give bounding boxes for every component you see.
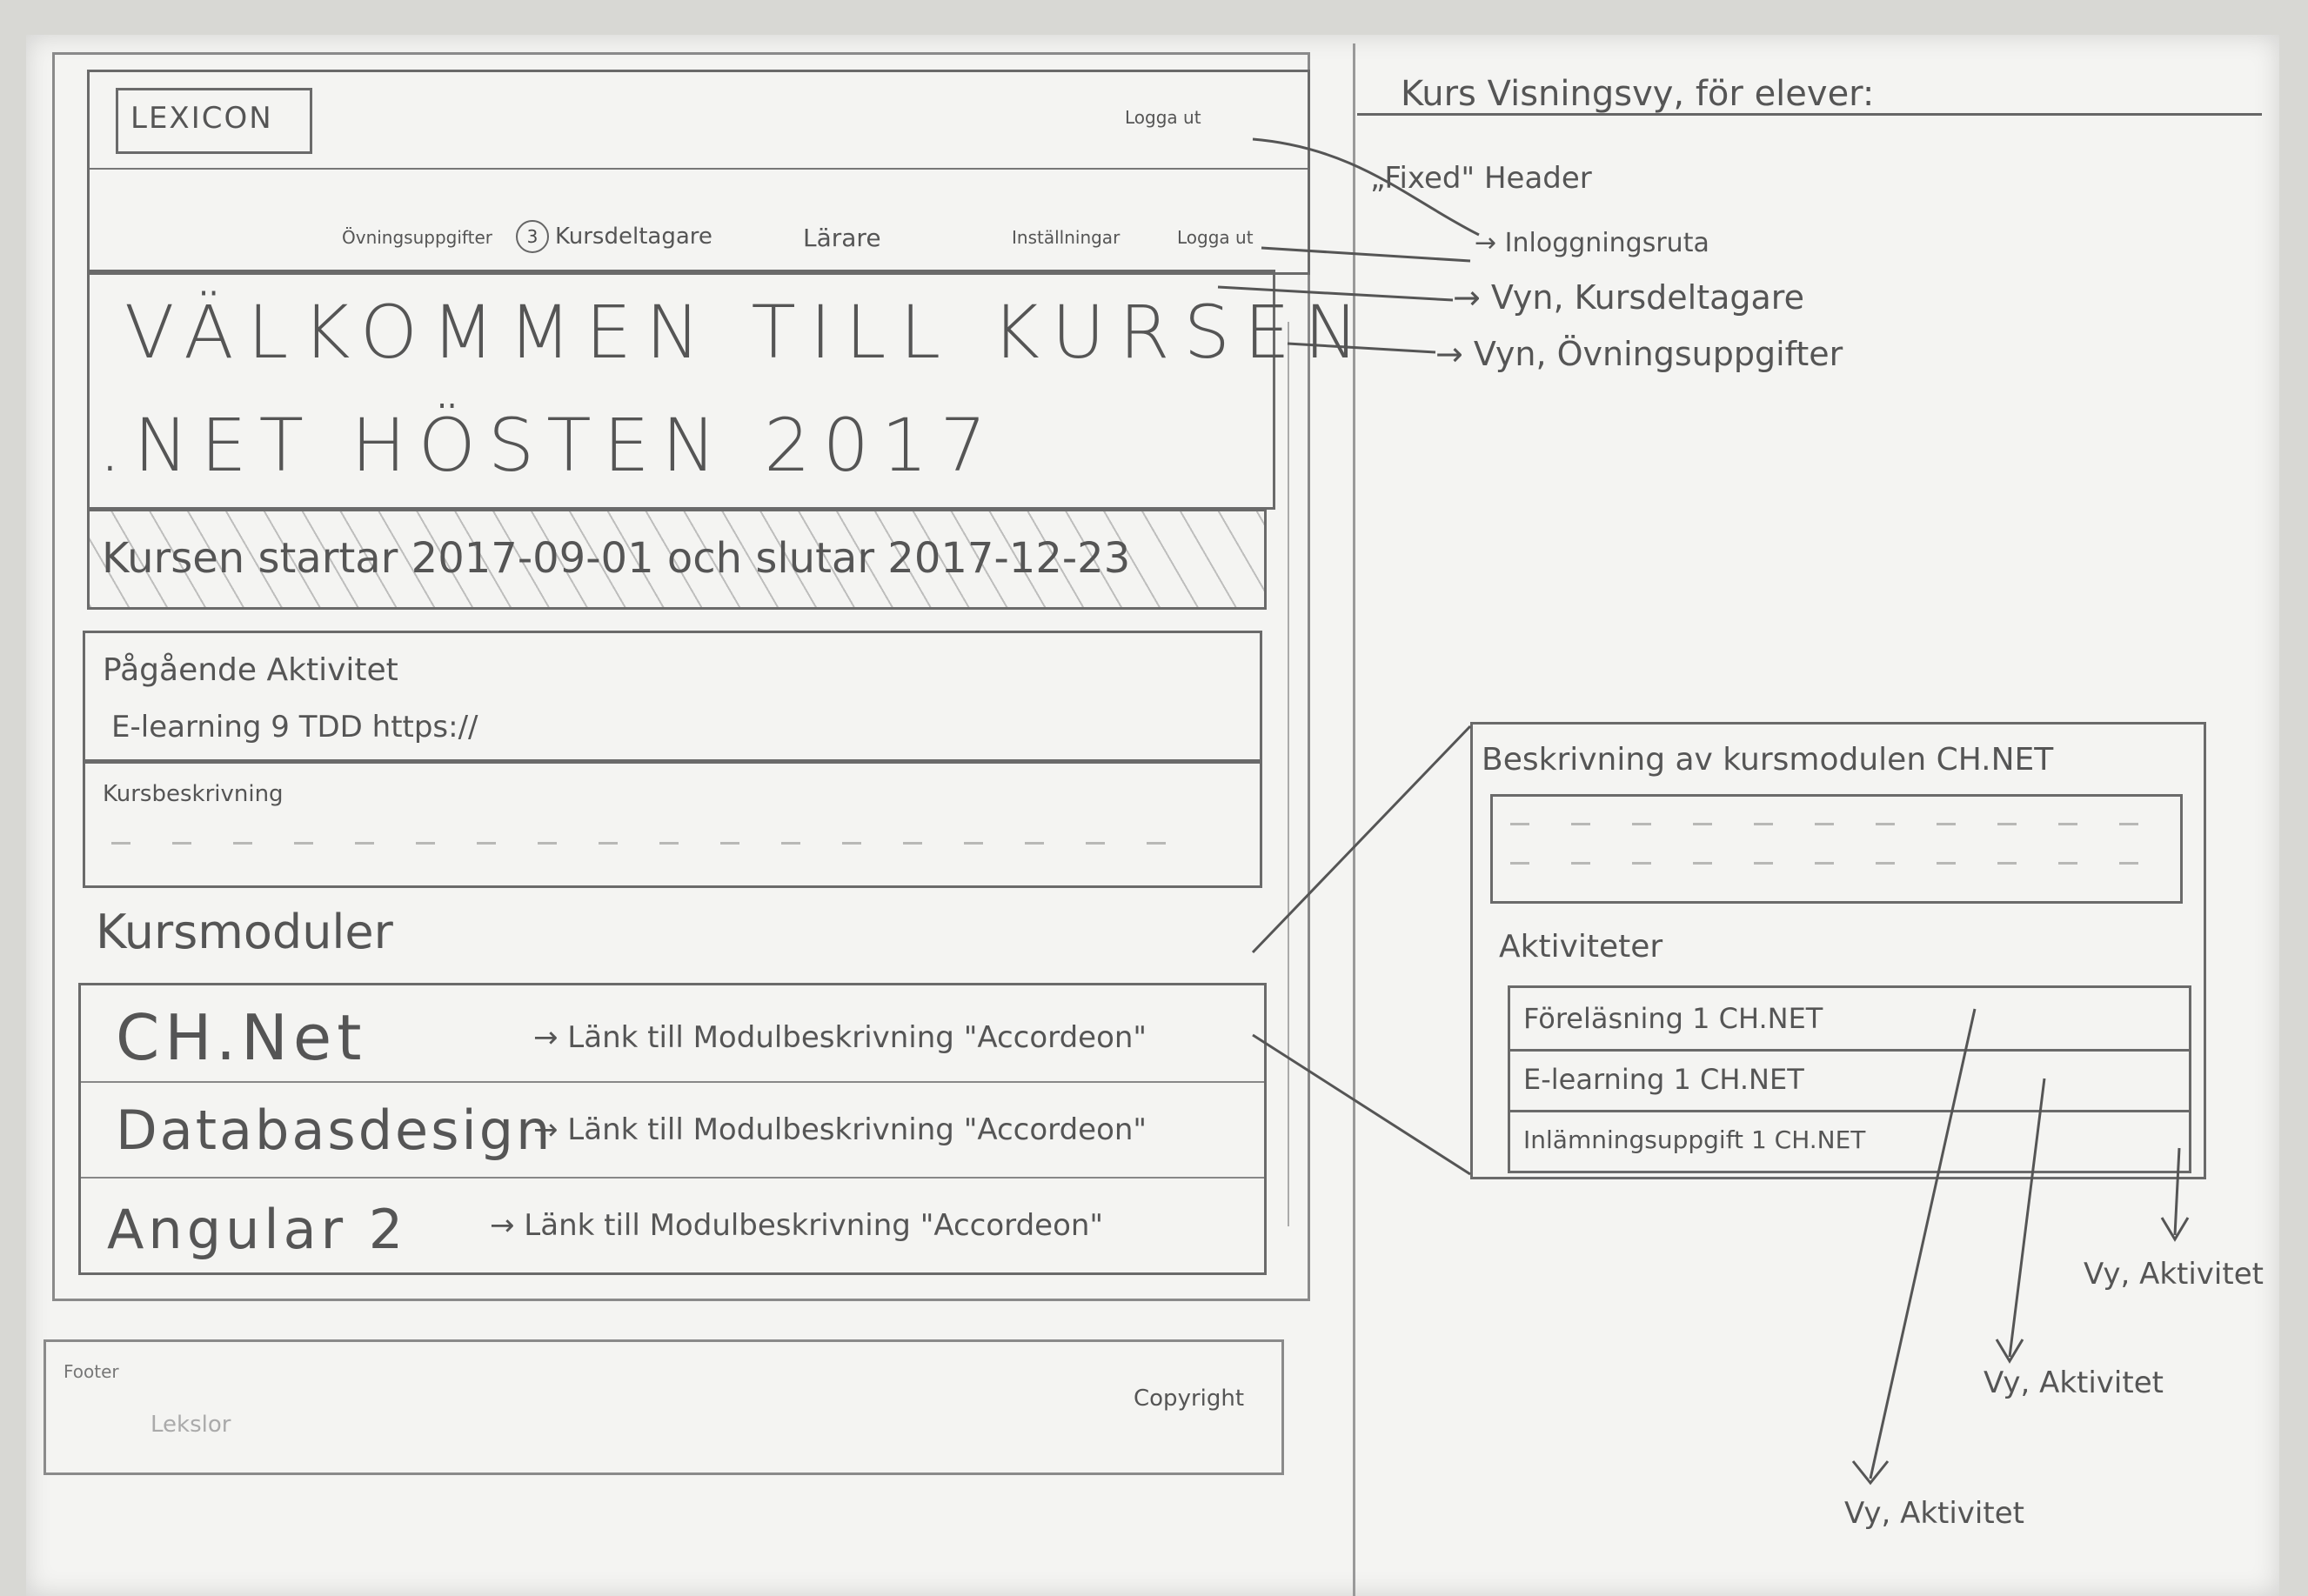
detail-placeholder-text (1510, 862, 2154, 865)
callout-line-bottom (1252, 1033, 1471, 1176)
note-participants-view: → Vyn, Kursdeltagare (1453, 278, 1804, 317)
nav-participants[interactable]: Kursdeltagare (555, 224, 712, 250)
activities-title: Aktiviteter (1499, 929, 1663, 965)
course-dates-bar: Kursen startar 2017-09-01 och slutar 201… (87, 509, 1267, 610)
arrowhead-3 (2160, 1217, 2190, 1242)
course-description-panel: Kursbeskrivning (83, 761, 1262, 888)
arrow-participants-line (1217, 285, 1454, 302)
nav-exercises[interactable]: Övningsuppgifter (342, 227, 492, 248)
hero-title-line1: VÄLKOMMEN TILL KURSEN (124, 290, 1373, 375)
note-exercises-view: → Vyn, Övningsuppgifter (1435, 335, 1843, 373)
detail-placeholder-text (1510, 823, 2154, 825)
description-placeholder-text (111, 842, 1199, 845)
footer-sublabel: Lekslor (151, 1412, 231, 1438)
header: LEXICON Logga ut Övningsuppgifter 3 Kurs… (87, 70, 1310, 275)
footer: Footer Lekslor Copyright (43, 1339, 1284, 1475)
logo-text: LEXICON (130, 101, 273, 136)
paper-sheet (26, 35, 2279, 1596)
modules-list: CH.Net → Länk till Modulbeskrivning "Acc… (78, 983, 1267, 1275)
activity-view-label: Vy, Aktivitet (1984, 1366, 2164, 1400)
nav-settings[interactable]: Inställningar (1012, 227, 1121, 248)
footer-copyright: Copyright (1134, 1386, 1245, 1412)
module-row[interactable]: Angular 2 → Länk till Modulbeskrivning "… (81, 1177, 1264, 1272)
ongoing-activity-title: Pågående Aktivitet (103, 652, 398, 688)
arrowhead-2 (1995, 1339, 2024, 1364)
logout-top-link[interactable]: Logga ut (1125, 107, 1201, 128)
activities-list: Föreläsning 1 CH.NET E-learning 1 CH.NET… (1508, 985, 2191, 1173)
page-frame (52, 52, 1310, 1301)
hero-section: VÄLKOMMEN TILL KURSEN .NET HÖSTEN 2017 (87, 270, 1359, 510)
nav-teachers[interactable]: Lärare (803, 224, 881, 252)
module-row[interactable]: Databasdesign → Länk till Modulbeskrivni… (81, 1081, 1264, 1179)
module-name[interactable]: CH.Net (116, 1001, 367, 1074)
module-detail-description (1490, 794, 2183, 904)
module-detail-panel: Beskrivning av kursmodulen CH.NET Aktivi… (1470, 722, 2206, 1179)
logo[interactable]: LEXICON (116, 88, 312, 154)
wireframe-edge-mark (1288, 322, 1289, 1226)
arrow-participants (1261, 246, 1471, 263)
hero-title-line2: .NET HÖSTEN 2017 (98, 403, 999, 488)
course-description-title: Kursbeskrivning (103, 781, 284, 807)
arrow-activity-2 (2008, 1078, 2046, 1358)
module-accordion-link[interactable]: → Länk till Modulbeskrivning "Accordeon" (490, 1208, 1104, 1243)
notes-title-underline (1357, 113, 2262, 116)
nav-bar: Övningsuppgifter 3 Kursdeltagare Lärare … (342, 220, 1299, 255)
note-login: → Inloggningsruta (1475, 228, 1709, 258)
arrowhead-1 (1851, 1460, 1890, 1486)
module-accordion-link[interactable]: → Länk till Modulbeskrivning "Accordeon" (533, 1112, 1147, 1147)
header-divider (90, 168, 1308, 170)
module-row[interactable]: CH.Net → Länk till Modulbeskrivning "Acc… (81, 985, 1264, 1083)
arrow-activity-3 (2173, 1147, 2181, 1236)
footer-label: Footer (64, 1361, 119, 1382)
badge-count: 3 (526, 226, 539, 247)
module-detail-title: Beskrivning av kursmodulen CH.NET (1482, 742, 2054, 778)
activity-row[interactable]: E-learning 1 CH.NET (1510, 1049, 2189, 1112)
module-name[interactable]: Databasdesign (116, 1099, 553, 1162)
activity-row[interactable]: Inlämningsuppgift 1 CH.NET (1510, 1110, 2189, 1171)
ongoing-activity-panel: Pågående Aktivitet E-learning 9 TDD http… (83, 631, 1262, 762)
exercises-count-badge: 3 (516, 220, 549, 253)
fixed-header-note: „Fixed" Header (1370, 161, 1592, 196)
activity-row[interactable]: Föreläsning 1 CH.NET (1510, 988, 2189, 1052)
arrow-exercises (1287, 342, 1436, 354)
activity-name[interactable]: Inlämningsuppgift 1 CH.NET (1523, 1125, 1866, 1154)
page-divider (1353, 43, 1355, 1596)
activity-view-label: Vy, Aktivitet (2084, 1257, 2264, 1292)
activity-view-label: Vy, Aktivitet (1844, 1496, 2024, 1531)
course-dates: Kursen startar 2017-09-01 och slutar 201… (102, 534, 1131, 583)
modules-title: Kursmoduler (96, 905, 393, 959)
arrow-activity-1 (1869, 1008, 1977, 1479)
ongoing-activity-item[interactable]: E-learning 9 TDD https:// (111, 710, 478, 745)
callout-line-top (1251, 725, 1472, 954)
activity-name[interactable]: E-learning 1 CH.NET (1523, 1063, 1804, 1096)
module-accordion-link[interactable]: → Länk till Modulbeskrivning "Accordeon" (533, 1020, 1147, 1055)
module-name[interactable]: Angular 2 (107, 1198, 408, 1261)
nav-logout[interactable]: Logga ut (1177, 227, 1254, 248)
notes-title: Kurs Visningsvy, för elever: (1401, 74, 1875, 114)
arrow-login (1252, 137, 1480, 237)
activity-name[interactable]: Föreläsning 1 CH.NET (1523, 1002, 1823, 1035)
